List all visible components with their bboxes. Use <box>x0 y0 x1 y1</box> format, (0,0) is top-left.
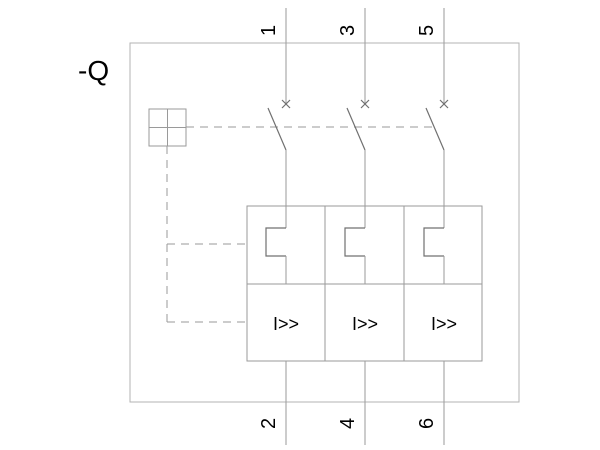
terminal-label-1: 1 <box>258 25 280 36</box>
manual-operator-symbol <box>148 108 187 147</box>
mechanical-linkage <box>166 126 432 323</box>
terminal-label-4: 4 <box>337 418 359 429</box>
switch-contact <box>346 107 366 151</box>
isolating-mark-x <box>360 99 370 109</box>
enclosure-frame <box>129 42 520 403</box>
magnetic-release-label-3: I>> <box>431 314 457 334</box>
terminal-label-3: 3 <box>337 25 359 36</box>
magnetic-release-label-2: I>> <box>352 314 378 334</box>
pole-3: 5 I>> 6 <box>416 8 457 445</box>
isolating-mark-x <box>439 99 449 109</box>
device-designation: -Q <box>78 55 109 86</box>
isolating-mark-x <box>281 99 291 109</box>
switch-contact <box>267 107 287 151</box>
magnetic-release-label-1: I>> <box>273 314 299 334</box>
switch-contact <box>425 107 445 151</box>
thermal-release-symbol <box>344 227 365 257</box>
pole-2: 3 I>> 4 <box>337 8 378 445</box>
thermal-release-symbol <box>423 227 444 257</box>
thermal-release-symbol <box>265 227 286 257</box>
terminal-label-6: 6 <box>416 418 438 429</box>
pole-1: 1 I>> 2 <box>258 8 299 445</box>
terminal-label-2: 2 <box>258 418 280 429</box>
terminal-label-5: 5 <box>416 25 438 36</box>
